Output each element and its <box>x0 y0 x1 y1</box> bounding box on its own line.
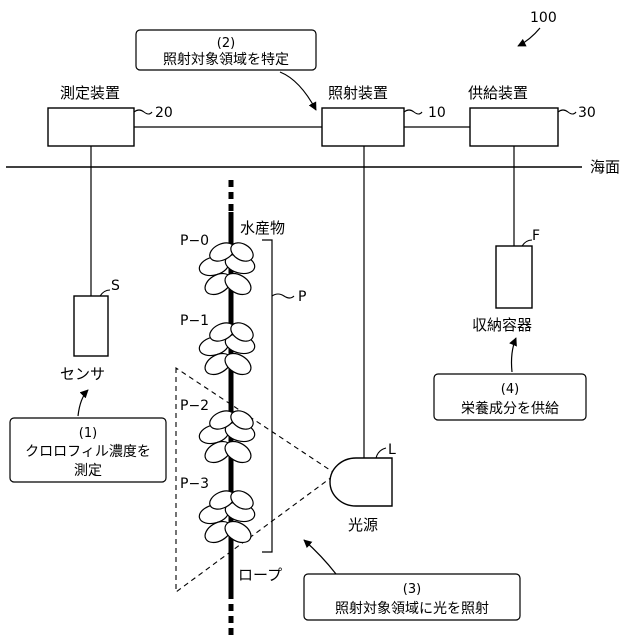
step-3-text: 照射対象領域に光を照射 <box>335 600 489 617</box>
step-1-line-2: 測定 <box>74 463 102 479</box>
step-4-number: (4) <box>501 382 519 397</box>
step-3-number: (3) <box>403 582 421 597</box>
figure-number: 100 <box>530 10 557 26</box>
figure-number-arrow <box>518 28 540 46</box>
ref-s: S <box>111 278 120 294</box>
measuring-device-label: 測定装置 <box>60 84 120 102</box>
supply-device-label: 供給装置 <box>468 84 528 102</box>
aquatic-product-p3 <box>197 487 257 547</box>
ref-20-leader <box>134 110 152 114</box>
ref-10-leader <box>404 110 422 114</box>
step-1-number: (1) <box>79 426 97 441</box>
ref-s-leader <box>100 290 110 296</box>
product-group-bracket <box>262 240 272 552</box>
p2-label: P−2 <box>180 398 209 414</box>
ref-p-leader <box>272 294 294 298</box>
sensor-label: センサ <box>60 365 105 383</box>
p0-label: P−0 <box>180 233 209 249</box>
sea-surface-label: 海面 <box>590 158 620 176</box>
ref-30-leader <box>558 110 576 114</box>
ref-l: L <box>388 442 396 458</box>
ref-p: P <box>298 289 306 305</box>
step-4-text: 栄養成分を供給 <box>461 400 559 417</box>
step-2-arrow <box>280 72 316 110</box>
light-source <box>330 458 392 506</box>
step-2-text: 照射対象領域を特定 <box>163 51 289 68</box>
step-4-arrow <box>512 338 517 372</box>
ref-10: 10 <box>428 105 446 121</box>
ref-f: F <box>532 228 540 244</box>
irradiation-device-label: 照射装置 <box>328 84 388 102</box>
step-3-arrow <box>304 540 336 574</box>
aquatic-product-label: 水産物 <box>240 219 285 237</box>
ref-f-leader <box>522 240 532 246</box>
ref-l-leader <box>376 448 386 458</box>
supply-device-box <box>470 108 558 146</box>
storage-container-box <box>496 246 532 308</box>
step-2-number: (2) <box>217 36 235 51</box>
step-1-arrow <box>78 390 88 416</box>
ref-20: 20 <box>155 105 173 121</box>
storage-container-label: 収納容器 <box>472 316 532 334</box>
aquatic-product-p2 <box>197 407 257 467</box>
step-1-line-1: クロロフィル濃度を <box>25 444 151 460</box>
rope-label: ロープ <box>238 566 282 584</box>
measuring-device-box <box>48 108 134 146</box>
light-source-label: 光源 <box>348 516 378 534</box>
ref-30: 30 <box>578 105 596 121</box>
irradiation-device-box <box>322 108 404 146</box>
p1-label: P−1 <box>180 313 209 329</box>
sensor-box <box>74 296 108 356</box>
p3-label: P−3 <box>180 476 209 492</box>
